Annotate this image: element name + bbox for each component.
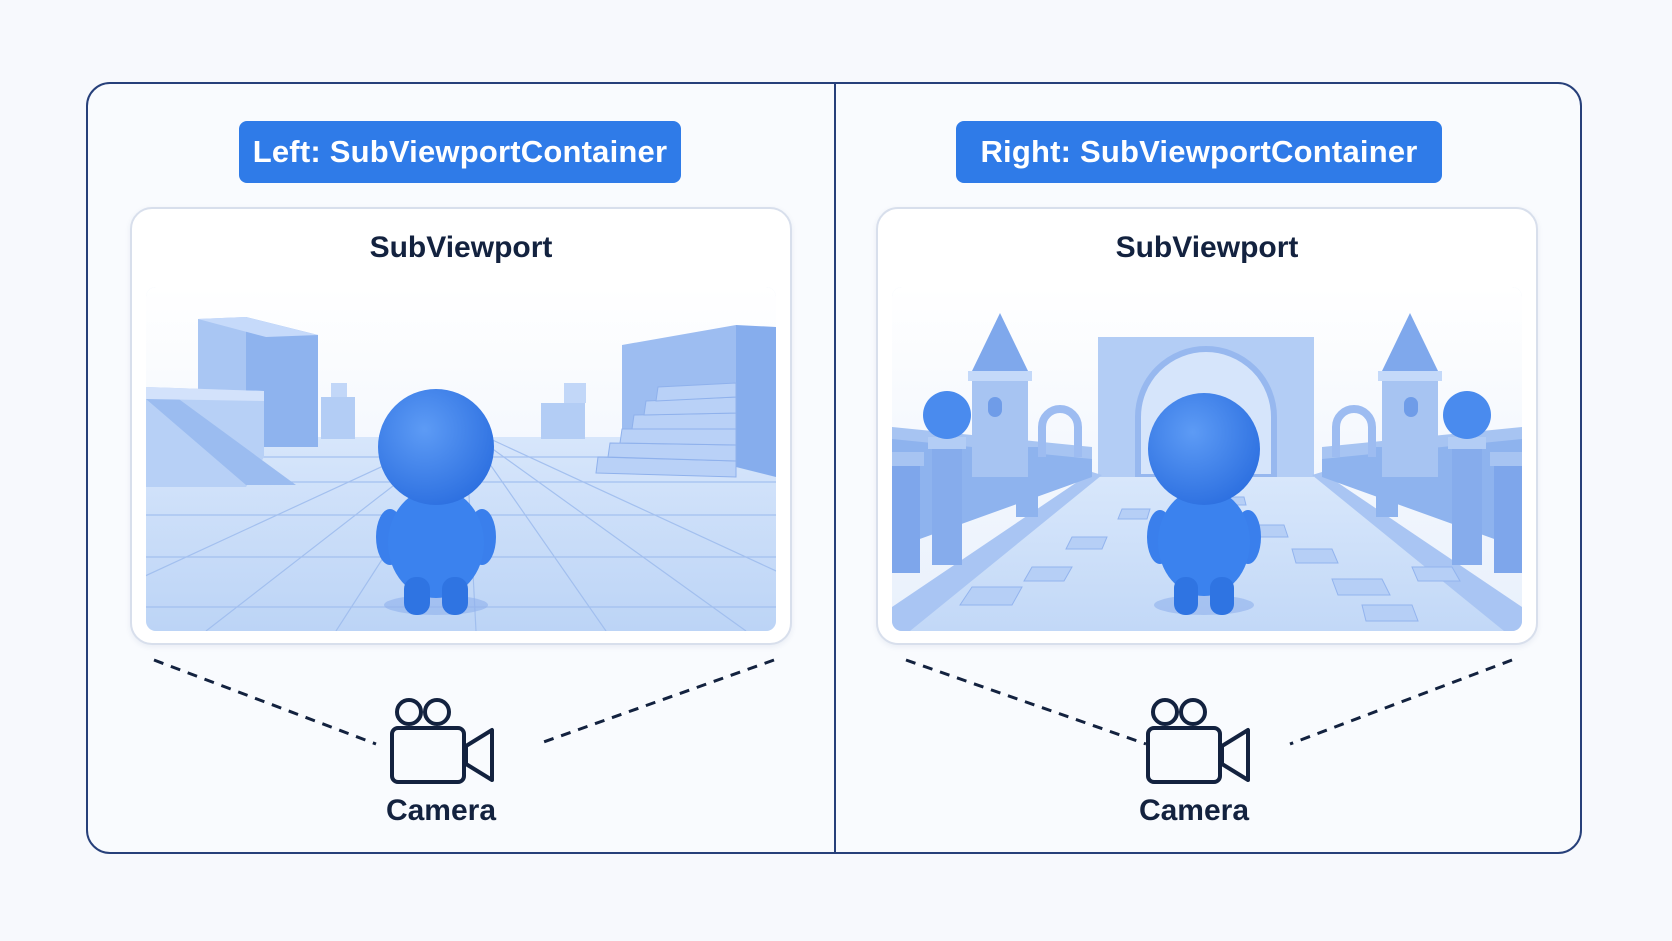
courtyard-scene-image <box>892 287 1522 631</box>
split-divider <box>834 82 836 854</box>
left-container-label: Left: SubViewportContainer <box>239 121 681 183</box>
left-subviewport-card: SubViewport <box>130 207 792 645</box>
right-frustum-lines <box>905 658 1513 746</box>
right-video-camera-icon <box>1146 698 1250 784</box>
left-frustum-lines <box>153 658 775 746</box>
right-viewport-title: SubViewport <box>1115 231 1299 264</box>
plaza-scene-image <box>146 287 776 631</box>
right-panel: Right: SubViewportContainer SubViewport <box>836 82 1584 854</box>
left-panel: Left: SubViewportContainer SubViewport <box>86 82 834 854</box>
right-scene <box>892 287 1522 631</box>
left-video-camera-icon <box>390 698 494 784</box>
left-camera-label: Camera <box>385 794 497 827</box>
right-subviewport-card: SubViewport <box>876 207 1538 645</box>
right-camera-label: Camera <box>1138 794 1250 827</box>
left-scene <box>146 287 776 631</box>
left-viewport-title: SubViewport <box>369 231 553 264</box>
right-container-label: Right: SubViewportContainer <box>956 121 1442 183</box>
